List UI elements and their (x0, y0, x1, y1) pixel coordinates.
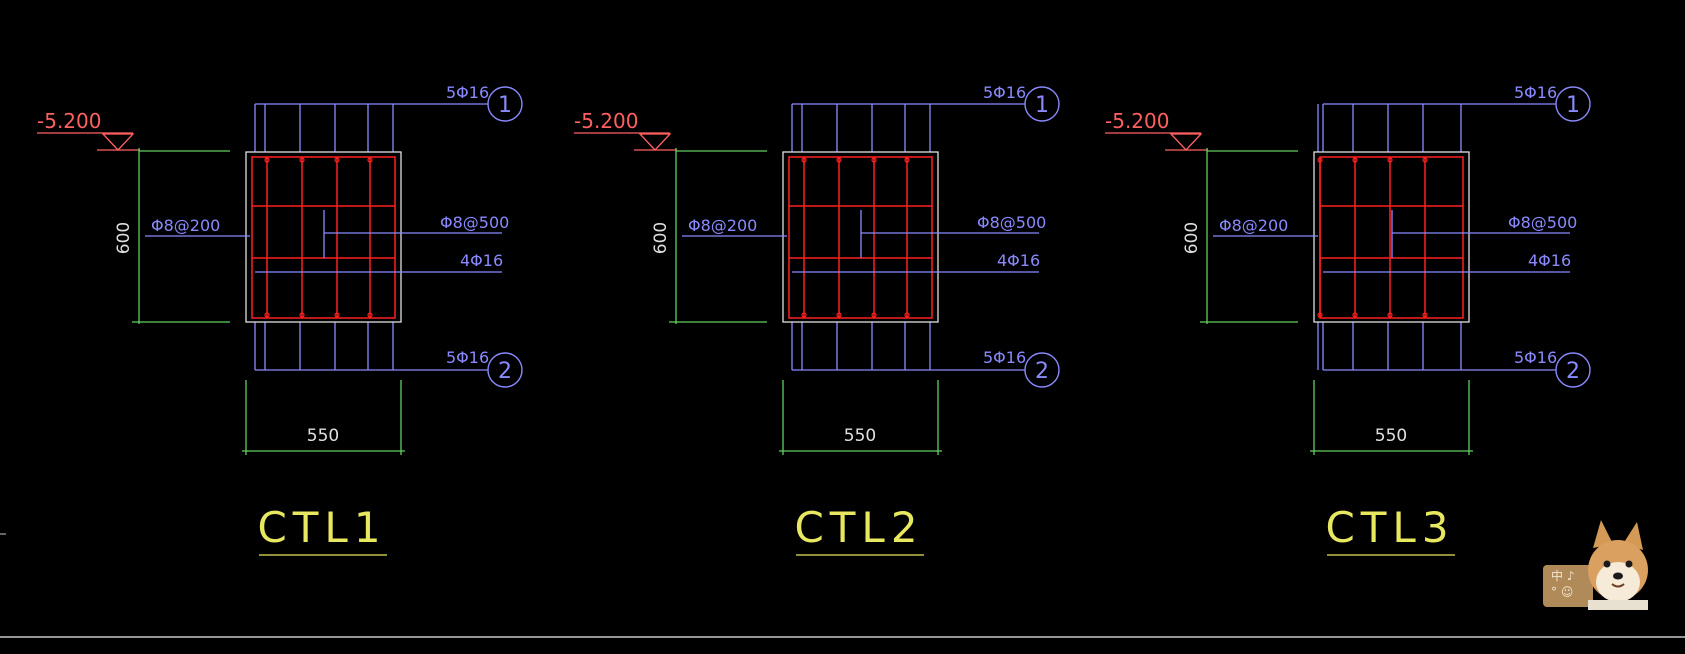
rebar-dot-top-4 (1422, 157, 1428, 163)
ime-line-1: 中 ♪ (1551, 569, 1575, 583)
bottom-bar-label: 5Φ16 (446, 348, 489, 367)
marker-number-bottom: 2 (1566, 359, 1580, 384)
section-title: CTL1 (257, 503, 386, 552)
stirrup-left-label: Φ8@200 (688, 216, 757, 235)
section-outline (1313, 151, 1470, 323)
rebar-dot-bottom-3 (334, 312, 340, 318)
ime-toolbar[interactable]: 中 ♪ ° ☺ (1543, 565, 1593, 607)
rebar-dot-top-1 (801, 157, 807, 163)
dim-width-label: 550 (844, 426, 876, 446)
rebar-dot-bottom-3 (1387, 312, 1393, 318)
rebar-dot-top-3 (334, 157, 340, 163)
marker-circle-top (1024, 86, 1060, 122)
marker-circle-top (487, 86, 523, 122)
rebar-dot-top-3 (1387, 157, 1393, 163)
rebar-dot-bottom-2 (1352, 312, 1358, 318)
rebar-dot-top-1 (264, 157, 270, 163)
marker-number-bottom: 2 (498, 359, 512, 384)
dim-height-label: 600 (651, 222, 671, 254)
elevation-triangle (1169, 133, 1203, 151)
rebar-dot-top-3 (871, 157, 877, 163)
side-bar-label: 4Φ16 (997, 251, 1040, 270)
side-bar-label: 4Φ16 (1528, 251, 1571, 270)
marker-number-top: 1 (498, 93, 512, 118)
ime-line-2: ° ☺ (1551, 585, 1574, 599)
section-title: CTL3 (1325, 503, 1454, 552)
stirrup-left-label: Φ8@200 (151, 216, 220, 235)
stirrup-left-label: Φ8@200 (1219, 216, 1288, 235)
pile-cap-section-3: -5.200 600 550 Φ8@200 Φ8@500 4Φ16 5Φ16 5Φ16 1 2CT… (1105, 83, 1591, 556)
rebar-dot-bottom-2 (299, 312, 305, 318)
elevation-label: -5.200 (1105, 109, 1169, 133)
pile-cap-section-2: -5.200 600 550 Φ8@200 Φ8@500 4Φ16 5Φ16 5Φ16 1 2CT… (574, 83, 1060, 556)
pile-cap-section-1: -5.200 600 550 Φ8@200 Φ8@500 4Φ16 5Φ16 5Φ16 1 2CT… (37, 83, 523, 556)
stirrup-right-label: Φ8@500 (1508, 213, 1577, 232)
top-bar-label: 5Φ16 (983, 83, 1026, 102)
elevation-triangle (101, 133, 135, 151)
rebar-dot-top-2 (836, 157, 842, 163)
rebar-dot-bottom-4 (367, 312, 373, 318)
rebar-dot-bottom-1 (801, 312, 807, 318)
marker-circle-top (1555, 86, 1591, 122)
section-outline (245, 151, 402, 323)
stirrup-right-label: Φ8@500 (977, 213, 1046, 232)
rebar-dot-top-2 (299, 157, 305, 163)
rebar-dot-top-2 (1352, 157, 1358, 163)
dim-width-label: 550 (307, 426, 339, 446)
rebar-dot-top-1 (1317, 157, 1323, 163)
elevation-label: -5.200 (37, 109, 101, 133)
bottom-bar-label: 5Φ16 (983, 348, 1026, 367)
elevation-triangle (638, 133, 672, 151)
shiba-mascot-icon[interactable] (1583, 518, 1653, 610)
marker-circle-bottom (1024, 352, 1060, 388)
marker-circle-bottom (1555, 352, 1591, 388)
section-title: CTL2 (794, 503, 923, 552)
marker-number-bottom: 2 (1035, 359, 1049, 384)
marker-circle-bottom (487, 352, 523, 388)
top-bar-label: 5Φ16 (1514, 83, 1557, 102)
rebar-dot-bottom-3 (871, 312, 877, 318)
rebar-cage (788, 156, 933, 319)
marker-number-top: 1 (1035, 93, 1049, 118)
rebar-dot-top-4 (367, 157, 373, 163)
section-outline (782, 151, 939, 323)
rebar-dot-bottom-2 (836, 312, 842, 318)
dim-height-label: 600 (114, 222, 134, 254)
bottom-bar-label: 5Φ16 (1514, 348, 1557, 367)
dim-height-label: 600 (1182, 222, 1202, 254)
rebar-dot-top-4 (904, 157, 910, 163)
stirrup-right-label: Φ8@500 (440, 213, 509, 232)
rebar-dot-bottom-1 (1317, 312, 1323, 318)
rebar-cage (251, 156, 396, 319)
dim-width-label: 550 (1375, 426, 1407, 446)
rebar-dot-bottom-1 (264, 312, 270, 318)
marker-number-top: 1 (1566, 93, 1580, 118)
elevation-label: -5.200 (574, 109, 638, 133)
side-bar-label: 4Φ16 (460, 251, 503, 270)
rebar-dot-bottom-4 (1422, 312, 1428, 318)
rebar-dot-bottom-4 (904, 312, 910, 318)
top-bar-label: 5Φ16 (446, 83, 489, 102)
